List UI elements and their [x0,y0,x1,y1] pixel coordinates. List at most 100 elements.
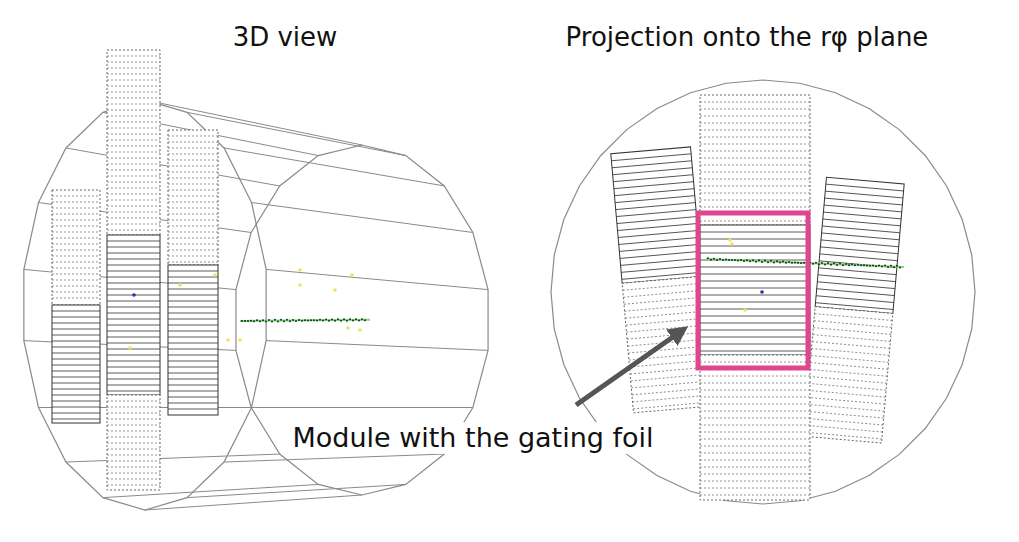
hit-point [899,267,901,269]
hit-point [761,261,763,263]
hit-point [331,318,333,320]
hit-point [800,262,802,264]
hit-point [286,319,288,321]
hit-point [256,319,258,321]
stray-hit [350,273,354,277]
hit-point [890,265,892,267]
hit-point [710,259,712,261]
hit-point [304,319,306,321]
hit-point [845,263,847,265]
hit-point [896,265,898,267]
hit-point [352,320,354,322]
module-pad-rows-far [700,355,810,500]
hit-point [875,265,877,267]
hit-point [292,319,294,321]
hit-point [863,264,865,266]
hit-point [713,258,715,260]
hit-point [779,262,781,264]
module-pad-rows-far [804,307,893,443]
hit-point [349,318,351,320]
hit-point [734,259,736,261]
hit-point [773,261,775,263]
hit-point [322,320,324,322]
hit-point [839,263,841,265]
hit-point [307,319,309,321]
hit-point [869,265,871,267]
stray-hit [238,338,242,342]
hit-point [719,258,721,260]
hit-point [833,262,835,264]
module-pad-rows [52,305,100,423]
module-pad-rows-far [168,130,218,265]
highlight-box [698,213,808,368]
stray-hit [358,328,362,332]
hit-point [361,318,363,320]
hit-point [815,262,817,264]
hit-point [818,263,820,265]
stray-hit [333,288,337,292]
hit-point [265,320,267,322]
stray-hit [178,283,182,287]
hit-point [301,320,303,322]
hit-point [328,320,330,322]
hit-point [746,259,748,261]
module-pad-rows [815,177,904,313]
module-pad-rows-far [107,50,160,235]
hit-point [842,264,844,266]
hit-point [325,319,327,321]
hit-point [268,319,270,321]
hit-point [725,259,727,261]
hit-point [755,261,757,263]
hit-point [881,266,883,268]
panel-title: 3D view [233,22,338,53]
hit-point [722,259,724,261]
hit-point [250,320,252,322]
hit-point [295,320,297,322]
stray-hit [730,242,734,246]
hit-point [358,319,360,321]
hit-point [728,259,730,261]
module-pad-rows [107,235,160,395]
hit-point [731,259,733,261]
hit-point [782,261,784,263]
hit-point [310,319,312,321]
module-pad-rows [168,265,218,415]
hit-point [812,263,814,265]
hit-point [749,260,751,262]
callout-arrow [576,332,680,405]
hit-point [707,257,709,259]
hit-point [770,260,772,262]
hit-point [866,264,868,266]
hit-point [337,318,339,320]
hit-point [259,320,261,322]
hit-point [803,262,805,264]
hit-point [854,264,856,266]
hit-point [346,320,348,322]
module-pad-rows-far [700,95,810,225]
hit-point [364,319,366,321]
hit-point [319,319,321,321]
stray-hit [128,346,132,350]
hit-point [758,259,760,261]
hit-point [767,261,769,263]
hit-point [776,260,778,262]
hit-point [298,319,300,321]
barrel-edge [252,203,473,233]
hit-point [247,320,249,322]
module-pad-rows-far [52,190,100,305]
barrel-edge [252,407,473,408]
hit-point [316,319,318,321]
hit-point [743,260,745,262]
barrel-edge [66,454,280,462]
barrel-edge [266,341,488,351]
hit-point [241,320,243,322]
hit-point [860,264,862,266]
stray-hit [346,326,350,330]
hit-point [848,264,850,266]
hit-point [253,320,255,322]
hit-point [289,320,291,322]
hit-point [271,320,273,322]
hit-point [836,264,838,266]
panel-title: Projection onto the rφ plane [566,22,929,53]
